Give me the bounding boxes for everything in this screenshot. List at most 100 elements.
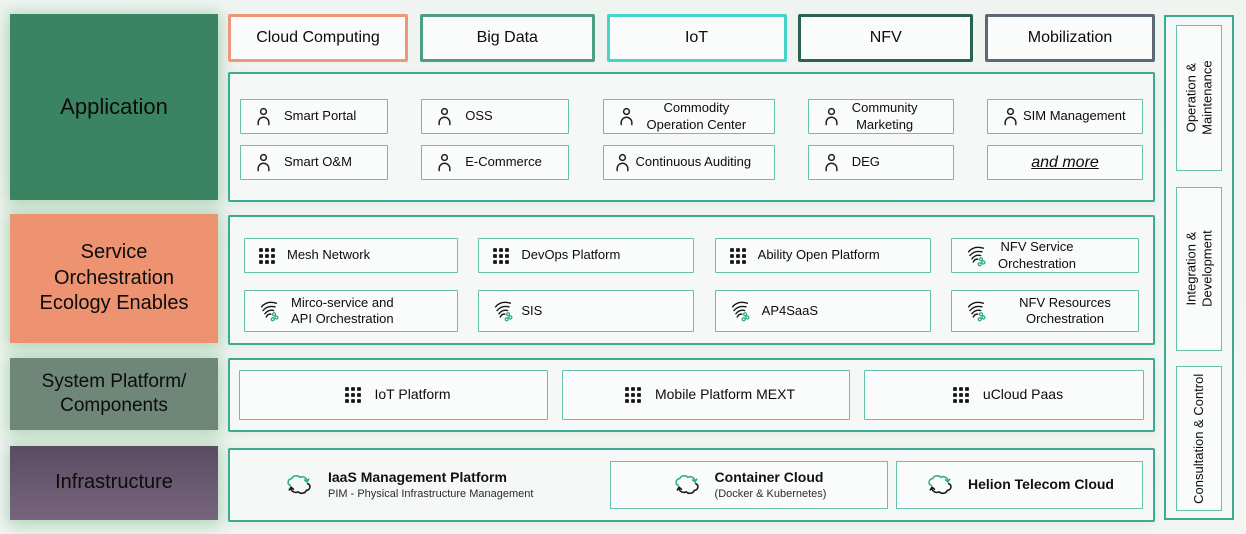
layer-infrastructure-label: Infrastructure [55,471,173,494]
app-item-smart-oandm: Smart O&M [240,145,388,180]
svc-item-ability-open-platform: Ability Open Platform [714,238,931,273]
cloud-sync-icon [672,473,702,497]
svc-item-label: NFV Service Orchestration [997,239,1077,271]
app-item-label: and more [1031,153,1099,171]
infra-item-title: Container Cloud [714,468,824,485]
svc-item-sis: SIS [478,290,695,332]
person-icon [253,152,274,173]
svc-item-label: DevOps Platform [521,247,621,263]
infra-item-subtitle: (Docker & Kubernetes) [714,488,827,501]
svc-item-label: Ability Open Platform [757,247,880,263]
app-item-community-marketing: Community Marketing [807,99,954,134]
rail-item-operation-maintenance: Operation & Maintenance [1176,25,1222,171]
category-mobilization: Mobilization [985,14,1155,62]
svc-item-label: NFV Resources Orchestration [1019,294,1111,326]
system-platform-container: IoT Platform Mobile Platform MEXT uCloud… [228,358,1155,432]
category-nfv: NFV [798,14,974,62]
person-icon [434,152,455,173]
orchestration-icon [964,244,988,268]
grid-icon [257,246,277,266]
app-item-label: E-Commerce [465,154,542,170]
svc-item-microservice-api-orchestration: Mirco-service and API Orchestration [244,290,458,332]
rail-item-label: Operation & Maintenance [1183,60,1215,136]
grid-icon [728,246,748,266]
right-rail: Operation & Maintenance Integration & De… [1164,15,1234,520]
orchestration-icon [728,299,752,323]
infra-item-iaas-management: IaaS Management Platform PIM - Physical … [240,461,602,509]
app-item-label: SIM Management [1023,108,1126,124]
infra-item-title: IaaS Management Platform [328,468,507,485]
app-item-label: Community Marketing [851,100,918,132]
cloud-sync-icon [284,473,314,497]
infra-item-helion-telecom-cloud: Helion Telecom Cloud [896,461,1143,509]
app-item-smart-portal: Smart Portal [240,99,388,134]
svc-item-label: AP4SaaS [761,302,819,318]
svc-item-ap4saas: AP4SaaS [714,290,931,332]
category-iot: IoT [606,14,787,62]
service-orchestration-container: Mesh Network DevOps Platform Ability Ope… [228,215,1155,345]
orchestration-icon [491,299,515,323]
infra-item-container-cloud: Container Cloud (Docker & Kubernetes) [610,461,888,509]
app-item-label: OSS [465,108,493,124]
infra-item-text: IaaS Management Platform PIM - Physical … [328,469,533,502]
orchestration-icon [257,299,281,323]
app-item-e-commerce: E-Commerce [421,145,570,180]
app-item-commodity-operation-center: Commodity Operation Center [602,99,775,134]
category-row: Cloud Computing Big Data IoT NFV Mobiliz… [228,14,1155,62]
svc-item-nfv-resources-orchestration: NFV Resources Orchestration [950,290,1139,332]
app-item-oss: OSS [421,99,570,134]
sys-item-ucloud-paas: uCloud Paas [864,370,1144,420]
svc-item-nfv-service-orchestration: NFV Service Orchestration [950,238,1139,273]
person-icon [1000,106,1021,127]
svc-item-devops-platform: DevOps Platform [478,238,695,273]
rail-item-consultation-control: Consultation & Control [1176,366,1222,511]
person-icon [821,152,842,173]
person-icon [253,106,274,127]
infra-item-subtitle: PIM - Physical Infrastructure Management [328,488,534,501]
app-item-and-more: and more [987,145,1143,180]
app-item-label: DEG [851,154,880,170]
sys-item-mobile-platform-mext: Mobile Platform MEXT [562,370,850,420]
svc-item-mesh-network: Mesh Network [244,238,458,273]
layer-application-label: Application [60,93,168,119]
orchestration-icon [964,299,988,323]
app-item-label: Smart Portal [284,108,357,124]
app-item-sim-management: SIM Management [987,99,1143,134]
sys-item-label: uCloud Paas [982,386,1064,403]
rail-item-integration-development: Integration & Development [1176,186,1222,351]
layer-application: Application [10,14,218,200]
infra-item-text: Container Cloud (Docker & Kubernetes) [715,469,827,502]
layer-system-platform-label: System Platform/ Components [41,370,187,416]
layer-system-platform: System Platform/ Components [10,358,218,430]
app-item-continuous-auditing: Continuous Auditing [602,145,775,180]
person-icon [821,106,842,127]
category-cloud-computing: Cloud Computing [228,14,408,62]
grid-icon [343,385,363,405]
infra-item-title: Helion Telecom Cloud [968,476,1114,493]
svc-item-label: Mesh Network [287,247,371,263]
app-item-label: Commodity Operation Center [646,100,747,132]
app-item-deg: DEG [807,145,954,180]
person-icon [616,106,637,127]
svc-item-label: SIS [521,302,543,318]
category-big-data: Big Data [419,14,595,62]
rail-item-label: Integration & Development [1183,230,1215,307]
infrastructure-container: IaaS Management Platform PIM - Physical … [228,448,1155,522]
app-item-label: Smart O&M [284,154,352,170]
grid-icon [951,385,971,405]
person-icon [612,152,633,173]
grid-icon [623,385,643,405]
category-big-data-label: Big Data [476,29,538,46]
layer-service-orchestration: Service Orchestration Ecology Enables [10,214,218,343]
grid-icon [491,246,511,266]
infra-item-text: Helion Telecom Cloud [968,476,1114,494]
category-iot-label: IoT [684,29,709,46]
application-container: Smart Portal OSS Commodity Operation Cen… [228,72,1155,202]
category-mobilization-label: Mobilization [1027,29,1113,46]
sys-item-label: IoT Platform [374,386,451,403]
layer-service-orchestration-label: Service Orchestration Ecology Enables [39,241,189,315]
person-icon [434,106,455,127]
sys-item-iot-platform: IoT Platform [239,370,548,420]
category-nfv-label: NFV [869,29,902,46]
